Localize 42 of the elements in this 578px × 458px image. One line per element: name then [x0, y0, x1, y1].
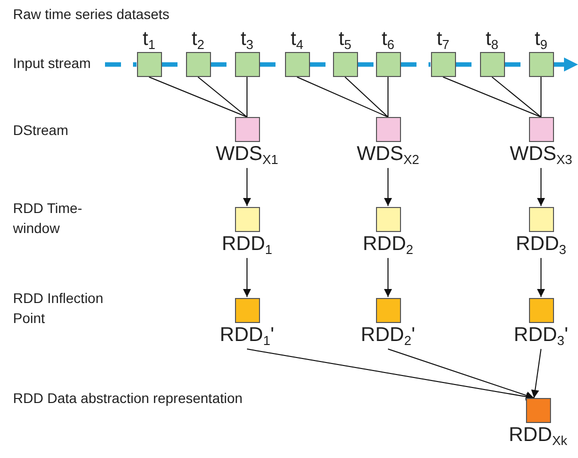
node-label: RDD$_{Xk}$: [508, 424, 568, 446]
node-label: t$_{8}$: [486, 28, 498, 50]
arrow: [243, 168, 251, 206]
dashed-arrow: [554, 58, 578, 72]
node-label: WDS$_{X3}$: [510, 143, 572, 165]
node-label: t$_{9}$: [534, 28, 548, 50]
connector-line: [148, 76, 248, 118]
node-label: t$_{7}$: [436, 28, 450, 50]
node-label: RDD$_{1}$: [222, 233, 272, 255]
arrow: [531, 348, 542, 398]
connector-line: [344, 76, 388, 118]
connector-line: [296, 76, 388, 118]
arrow: [384, 258, 392, 298]
node-label: RDD$_{2}$: [362, 233, 414, 255]
node-label: t$_{3}$: [240, 28, 254, 50]
connector-line: [492, 76, 542, 118]
node-label: t$_{2}$: [192, 28, 204, 50]
connector-line: [540, 76, 542, 118]
node-label: WDS$_{X2}$: [356, 143, 420, 165]
node-label: RDD$_{2}$': [360, 324, 416, 346]
node-label: RDD$_{3}$: [516, 233, 566, 255]
node-label: RDD$_{1}$': [220, 324, 274, 346]
row-label: RDD Time-window: [13, 199, 84, 238]
row-label: RDD Inflection Point: [13, 289, 104, 328]
arrow: [388, 348, 534, 400]
node-label: WDS$_{X1}$: [216, 143, 278, 165]
row-label: DStream: [13, 121, 68, 140]
node-label: t$_{4}$: [290, 28, 304, 50]
node-label: t$_{5}$: [338, 28, 352, 50]
arrow: [243, 258, 251, 298]
row-label: Raw time series datasets: [13, 5, 170, 24]
connector-line: [198, 76, 248, 118]
node-label: t$_{1}$: [142, 28, 156, 50]
node-label: t$_{6}$: [382, 28, 394, 50]
arrow: [537, 168, 545, 206]
connector-line: [442, 76, 542, 118]
row-label: Input stream: [13, 54, 91, 73]
row-label: RDD Data abstraction representation: [13, 389, 244, 408]
arrow: [384, 168, 392, 206]
arrow: [537, 258, 545, 298]
connector-line: [246, 76, 248, 118]
node-label: RDD$_{3}$': [514, 324, 568, 346]
